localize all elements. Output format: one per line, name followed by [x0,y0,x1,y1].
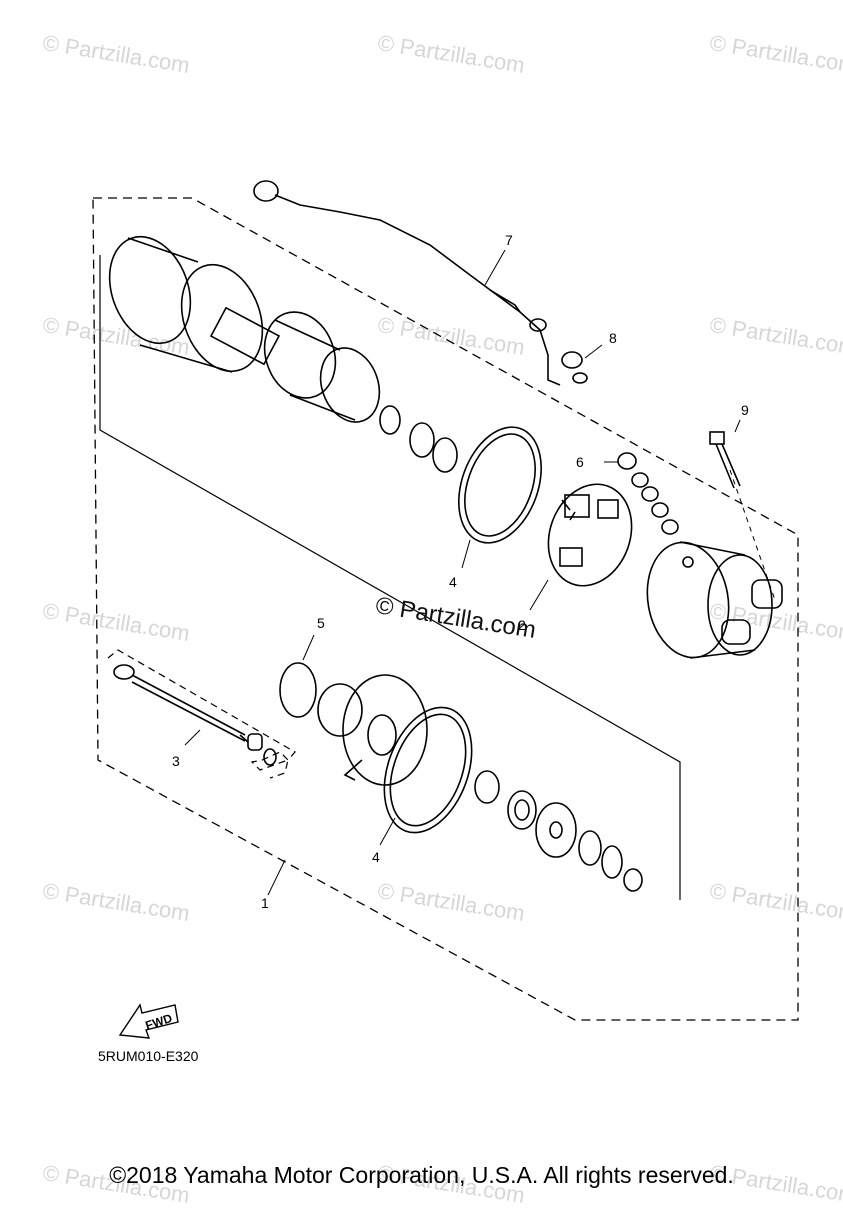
brush-holder [547,483,633,587]
callout-5: 5 [317,615,325,631]
callout-1: 1 [261,895,269,911]
bolt-9 [709,431,741,489]
callout-9: 9 [741,402,749,418]
nut [561,351,583,369]
callout-8: 8 [609,330,617,346]
assembly-boundary [92,197,799,1021]
diagram-code: 5RUM010-E320 [98,1048,199,1064]
bolt-clip [263,748,277,766]
washer [432,437,458,473]
o-ring-5 [279,662,317,718]
washer [661,519,679,535]
copyright-notice: ©2018 Yamaha Motor Corporation, U.S.A. A… [109,1162,734,1188]
lead-wire [253,180,588,386]
oil-seal-inner [514,799,530,821]
rear-cover [646,541,783,659]
thrust-washer [535,802,577,858]
callout-4-lower: 4 [372,849,380,865]
bolt-9-guide [729,469,776,601]
washer [409,422,435,458]
inner-bracket [99,255,681,900]
o-ring-upper [458,426,542,544]
callout-6: 6 [576,454,584,470]
oil-seal [507,790,537,830]
needle-bearing [474,770,500,804]
washer [623,868,643,892]
callout-3: 3 [172,753,180,769]
bolt-boundary [107,649,296,779]
front-cover [317,674,428,786]
callout-4-upper: 4 [449,574,457,590]
through-bolt [113,664,249,743]
callout-2: 2 [518,617,526,633]
leader-lines [184,249,741,896]
bolt-washer [247,733,263,751]
nut-6 [617,452,637,470]
washer [601,845,623,879]
callout-7: 7 [505,232,513,248]
o-ring-upper-inner [464,433,536,537]
washer [578,830,602,866]
o-ring-lower-inner [389,713,467,827]
o-ring-lower [383,706,473,834]
washer [651,502,669,518]
washer [631,472,649,488]
thrust-washer-hole [549,821,563,839]
washer [641,486,659,502]
armature [209,306,401,435]
fwd-arrow-icon: FWD [118,1003,179,1039]
yoke-housing [108,235,264,373]
